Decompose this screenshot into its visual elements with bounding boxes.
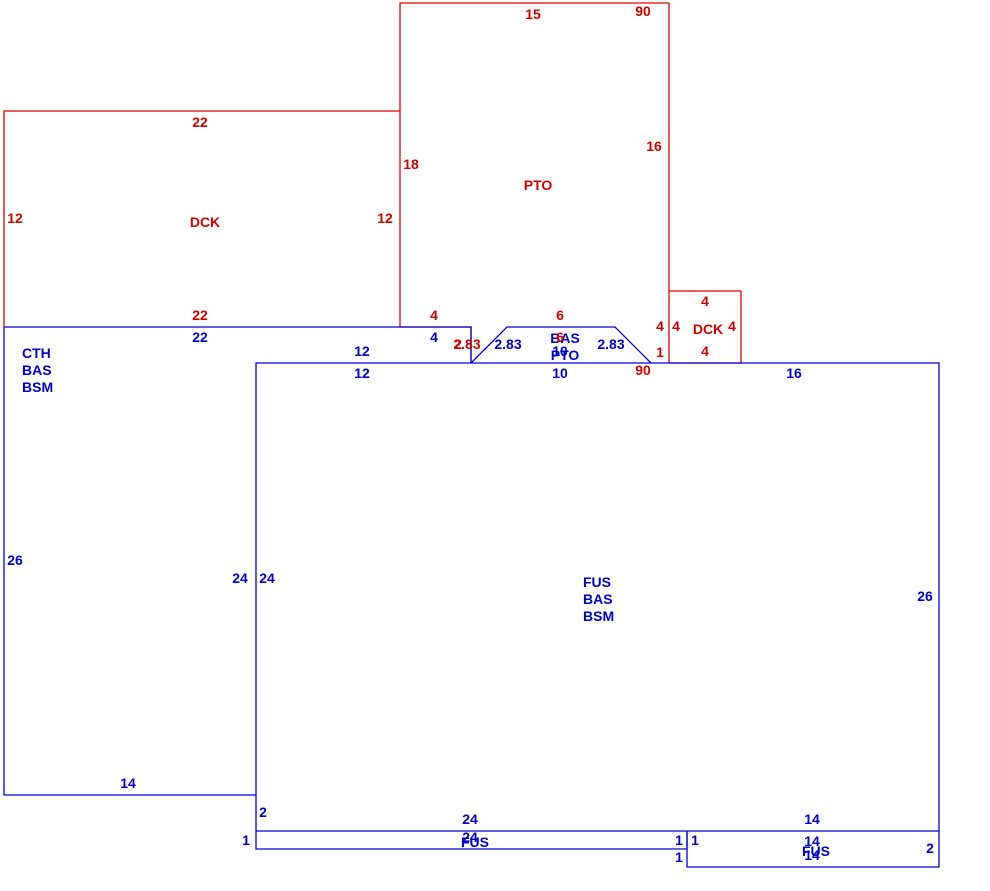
pto-large-outline [399,2,670,363]
cth-right-dim: 24 [232,570,248,586]
pto-right-dim: 16 [646,138,662,154]
pto-label: PTO [524,177,553,193]
dck-small-right-dim: 4 [728,318,736,334]
pto-bottom-angle: 90 [635,362,651,378]
bay-red-diag-dim: 2.83 [453,336,480,352]
pto-bottom-right-dim: 4 [656,318,664,334]
bay-label-bas: BAS [550,330,580,346]
fus-left-dim: 24 [259,570,275,586]
fus-step-dim: 2 [259,804,267,820]
fus-right-dim: 26 [917,588,933,604]
fus-top-left-dim: 12 [354,365,370,381]
dck-large-outline [3,110,401,327]
fus-top-right-dim: 16 [786,365,802,381]
dck-small-left-dim: 4 [672,318,680,334]
fus-strip-right-top-dim-2: 14 [804,833,820,849]
bay-right-diag-dim: 2.83 [597,336,624,352]
bay-outline [470,326,652,364]
pto-left-dim: 18 [403,156,419,172]
dck-small-bottom-dim: 4 [701,343,709,359]
cth-label-line-3: BSM [22,379,53,395]
fus-strip-left-left-dim: 1 [242,832,250,848]
fus-strip-right-right-dim: 2 [926,840,934,856]
dck-large-bottom-dim: 22 [192,307,208,323]
bay-overlap-dim-2: 10 [552,343,568,359]
fus-strip-right-left-dim: 1 [691,832,699,848]
bay-top-dim: 6 [556,307,564,323]
fus-bottom-dim: 24 [462,811,478,827]
cth-step-dim: 4 [430,329,438,345]
dck-large-top-dim: 22 [192,114,208,130]
cth-left-dim: 26 [7,552,23,568]
dck-large-right-dim: 12 [377,210,393,226]
bay-overlap-dim-1: 6 [556,329,564,345]
bay-label-pto: PTO [551,347,580,363]
fus-strip-left-label: FUS [461,834,489,850]
fus-strip-left-right-dim: 1 [675,832,683,848]
pto-top-angle: 90 [635,3,651,19]
cth-left-edge [3,327,256,796]
bay-bottom-dim: 10 [552,365,568,381]
cth-label-line-1: CTH [22,345,51,361]
cth-step-12-dim: 12 [354,343,370,359]
pto-small-dim: 1 [656,344,664,360]
fus-strip-right-outline [686,831,940,868]
fus-label-line-2: BAS [583,591,613,607]
dck-small-label: DCK [693,321,723,337]
cth-bottom-dim: 14 [120,775,136,791]
fus-strip-right-label: FUS [802,843,830,859]
pto-top-dim: 15 [525,6,541,22]
fus-strip-right-left-dim-2: 1 [675,849,683,865]
cth-top-dim: 22 [192,329,208,345]
dck-large-left-dim: 12 [7,210,23,226]
dck-large-label: DCK [190,214,220,230]
cth-outline [4,326,472,363]
dck-small-top-dim: 4 [701,293,709,309]
cth-label-line-2: BAS [22,362,52,378]
fus-label-line-1: FUS [583,574,611,590]
fus-strip-left-top-dim: 24 [462,829,478,845]
fus-strip-right-overlap-dim: 14 [804,847,820,863]
bay-left-diag-dim: 2.83 [494,336,521,352]
fus-strip-right-top-dim: 14 [804,811,820,827]
pto-bottom-left-dim: 4 [430,307,438,323]
bay-red-diag-prefix: 2 [454,336,462,352]
fus-label-line-3: BSM [583,608,614,624]
